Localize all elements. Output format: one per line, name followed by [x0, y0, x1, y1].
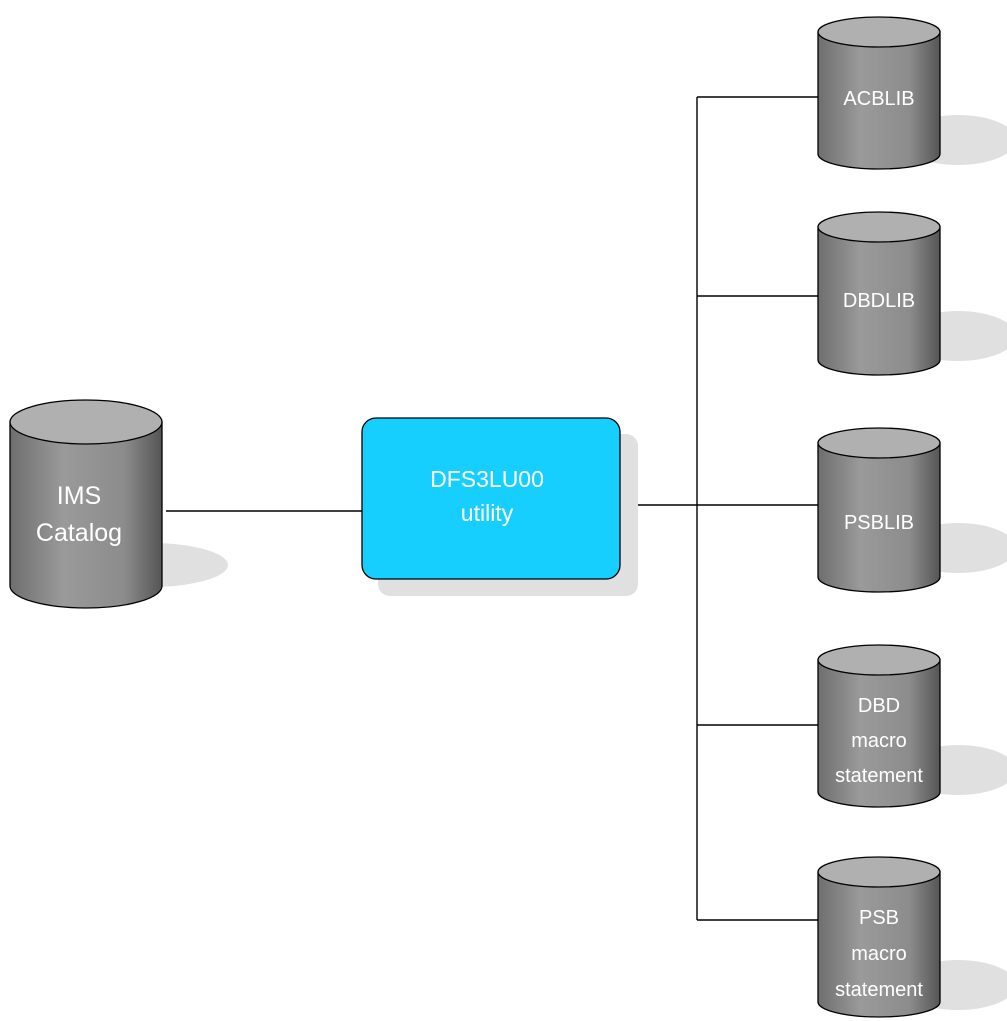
utility-box-body — [361, 417, 621, 580]
dbd-macro-label-line3: statement — [835, 765, 923, 787]
cylinder-top — [817, 16, 941, 48]
cylinder-top — [817, 427, 941, 459]
psblib-cylinder: PSBLIB — [817, 427, 1007, 593]
cylinder-body — [9, 421, 163, 609]
psb-macro-statement-cylinder: PSB macro statement — [817, 856, 1007, 1018]
acblib-label: ACBLIB — [843, 88, 914, 110]
catalog-label-line1: IMS — [57, 482, 101, 510]
psb-macro-label-line3: statement — [835, 979, 923, 1001]
dbd-macro-label-line2: macro — [851, 730, 907, 752]
ims-catalog-cylinder: IMS Catalog — [9, 399, 228, 609]
utility-box: DFS3LU00 utility — [361, 417, 638, 596]
cylinder-body — [817, 442, 941, 593]
cylinder-top — [817, 644, 941, 676]
dbd-macro-label-line1: DBD — [858, 695, 900, 717]
psb-macro-label-line2: macro — [851, 943, 907, 965]
dbdlib-label: DBDLIB — [843, 290, 915, 312]
catalog-label-line2: Catalog — [36, 519, 122, 547]
cylinder-body — [817, 871, 941, 1018]
cylinder-body — [817, 226, 941, 376]
cylinder-top — [9, 399, 163, 445]
cylinder-top — [817, 211, 941, 243]
psb-macro-label-line1: PSB — [859, 907, 899, 929]
dbd-macro-statement-cylinder: DBD macro statement — [817, 644, 1007, 808]
cylinder-body — [817, 659, 941, 808]
utility-label-line2: utility — [461, 500, 514, 526]
connectors — [166, 96, 818, 921]
dbdlib-cylinder: DBDLIB — [817, 211, 1007, 376]
cylinder-body — [817, 31, 941, 170]
utility-label-line1: DFS3LU00 — [430, 466, 544, 492]
acblib-cylinder: ACBLIB — [817, 16, 1007, 170]
cylinder-top — [817, 856, 941, 888]
psblib-label: PSBLIB — [844, 512, 914, 534]
